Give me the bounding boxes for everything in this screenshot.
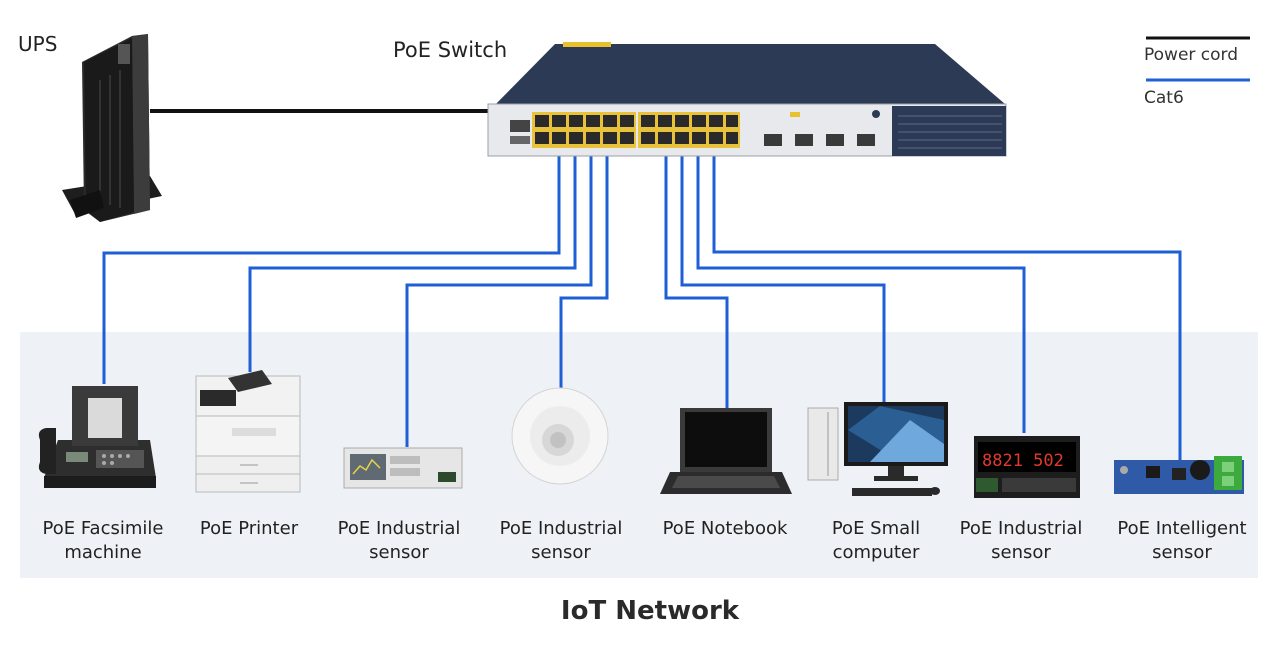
cable-industrial-sensor-1 — [405, 147, 593, 447]
legend-power-label: Power cord — [1144, 45, 1239, 65]
controller-display: 8821 502 — [982, 451, 1064, 471]
ceiling-sensor-icon — [511, 387, 609, 485]
industrial-meter-icon — [343, 447, 463, 489]
legend-cat6-label: Cat6 — [1144, 88, 1184, 108]
cable-industrial-sensor-2 — [559, 147, 609, 392]
device-label-printer: PoE Printer — [164, 517, 334, 541]
device-label-industrial-sensor-1: PoE Industrial sensor — [314, 517, 484, 565]
desktop-computer-icon — [807, 402, 948, 496]
device-label-line1: PoE Small — [831, 518, 921, 539]
printer-icon — [195, 370, 301, 493]
device-label-line1: PoE Notebook — [662, 518, 788, 539]
fax-icon — [38, 386, 156, 488]
poe-switch-icon — [487, 42, 1007, 157]
device-label-line1: PoE Facsimile — [42, 518, 164, 539]
device-label-facsimile: PoE Facsimile machine — [18, 517, 188, 565]
device-label-line1: PoE Printer — [199, 518, 299, 539]
ups-icon — [62, 34, 162, 222]
device-label-industrial-sensor-3: PoE Industrial sensor — [936, 517, 1106, 565]
device-label-line2: sensor — [991, 542, 1051, 563]
cable-industrial-sensor-3 — [696, 147, 1026, 433]
device-label-line2: sensor — [531, 542, 591, 563]
device-label-industrial-sensor-2: PoE Industrial sensor — [476, 517, 646, 565]
circuit-board-icon — [1114, 456, 1244, 494]
switch-label: PoE Switch — [393, 38, 508, 62]
device-label-line2: sensor — [369, 542, 429, 563]
temperature-controller-icon: 8821 502 — [974, 436, 1080, 498]
cable-printer — [248, 147, 577, 372]
device-label-line1: PoE Industrial — [499, 518, 623, 539]
device-label-small-computer: PoE Small computer — [791, 517, 961, 565]
device-label-line2: sensor — [1152, 542, 1212, 563]
cable-facsimile — [102, 147, 561, 384]
diagram-title: IoT Network — [560, 596, 740, 626]
laptop-icon — [660, 408, 792, 494]
cable-small-computer — [680, 147, 886, 402]
device-label-line2: computer — [832, 542, 920, 563]
device-label-intelligent-sensor: PoE Intelligent sensor — [1097, 517, 1267, 565]
device-label-line1: PoE Industrial — [959, 518, 1083, 539]
cable-intelligent-sensor — [712, 147, 1182, 462]
device-label-line2: machine — [64, 542, 142, 563]
cable-notebook — [664, 147, 729, 410]
device-label-line1: PoE Industrial — [337, 518, 461, 539]
cat6-cables — [102, 147, 1182, 462]
ups-label: UPS — [18, 32, 58, 56]
device-label-notebook: PoE Notebook — [640, 517, 810, 541]
device-label-line1: PoE Intelligent — [1117, 518, 1247, 539]
